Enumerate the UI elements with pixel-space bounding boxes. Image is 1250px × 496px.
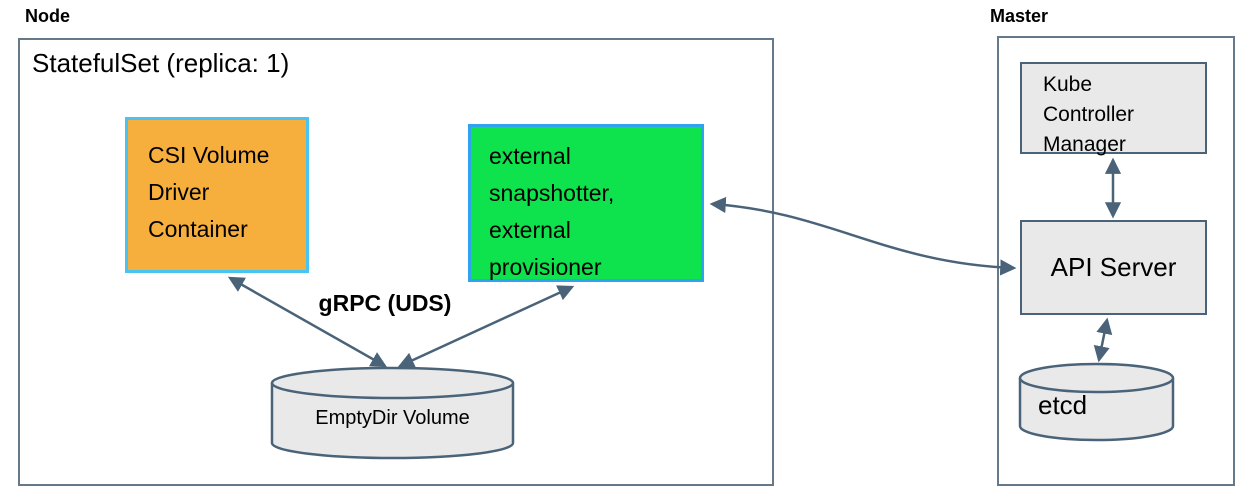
sidecar-box-line: provisioner [489,254,602,280]
kcm-box-line: Controller [1043,103,1135,126]
etcd-label: etcd [1038,390,1088,420]
kcm-box-line: Kube [1043,73,1093,96]
external-sidecar-box: external snapshotter, external provision… [468,124,704,282]
sidecar-box-line: external [489,217,571,243]
grpc-arrow-csi [227,276,388,368]
api-server-box: API Server [1020,220,1207,315]
emptydir-volume-label: EmptyDir Volume [315,407,470,429]
csi-volume-driver-box: CSI Volume Driver Container [125,117,309,273]
sidecar-box-line: external [489,143,571,169]
csi-box-line: CSI Volume [148,142,270,168]
statefulset-title: StatefulSet (replica: 1) [32,48,290,78]
csi-box-line: Container [148,216,248,242]
emptydir-cylinder [270,366,515,460]
etcd-cylinder [1018,362,1175,442]
csi-box-line: Driver [148,179,210,205]
master-region-label: Master [990,6,1049,26]
api-server-label: API Server [1050,252,1177,282]
kcm-box-line: Manager [1043,133,1126,156]
grpc-arrow-sidecar [397,285,575,368]
node-region-label: Node [25,6,70,26]
kube-controller-manager-box: Kube Controller Manager [1020,62,1207,156]
sidecar-box-line: snapshotter, [489,180,615,206]
sidecar-api-server-arrow [709,196,1017,276]
api-server-etcd-arrow [1093,317,1113,363]
